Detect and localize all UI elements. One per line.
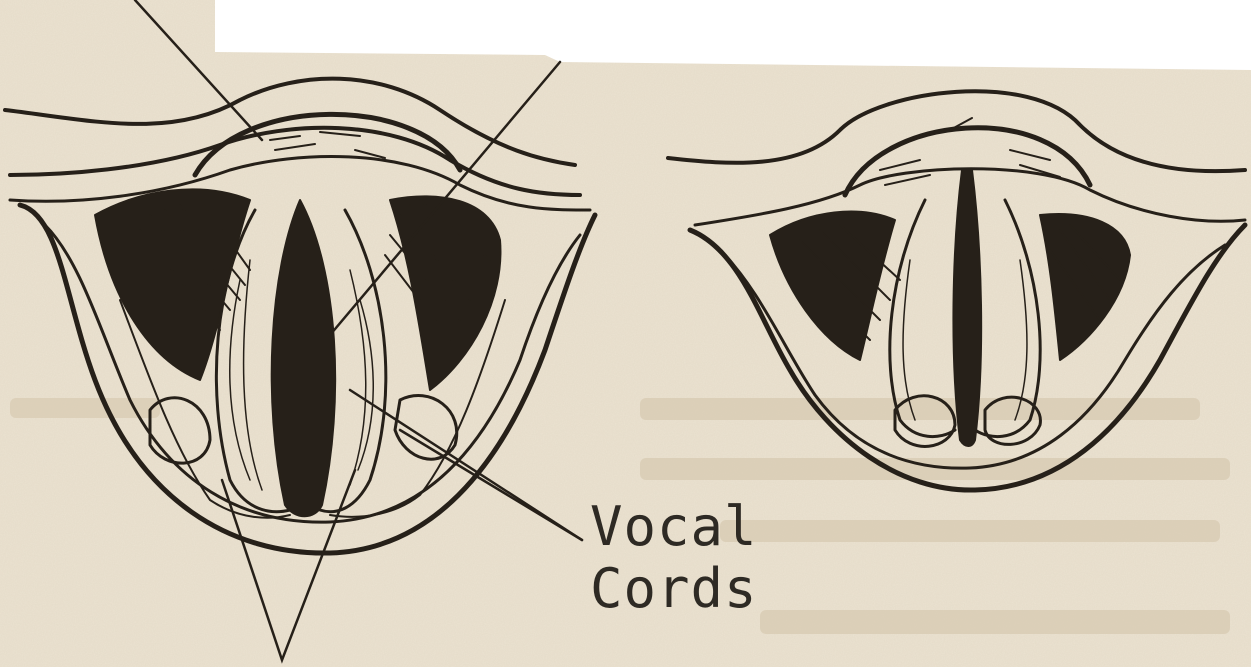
label-line-vocal: Vocal	[590, 496, 758, 558]
vocal-cords-label: Vocal Cords	[590, 496, 758, 620]
label-line-cords: Cords	[590, 558, 758, 620]
